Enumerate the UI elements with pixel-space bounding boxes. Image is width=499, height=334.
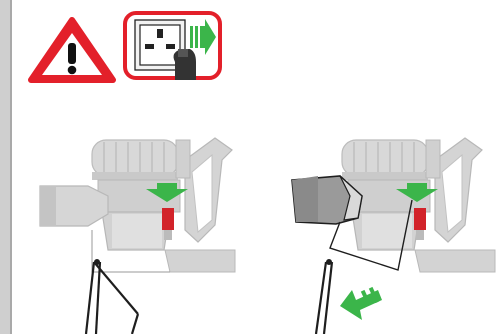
warning-triangle-icon [31,20,113,80]
vacuum-step-2 [292,138,495,334]
unplug-charger-icon [125,13,220,80]
vacuum-step-1 [40,138,235,334]
